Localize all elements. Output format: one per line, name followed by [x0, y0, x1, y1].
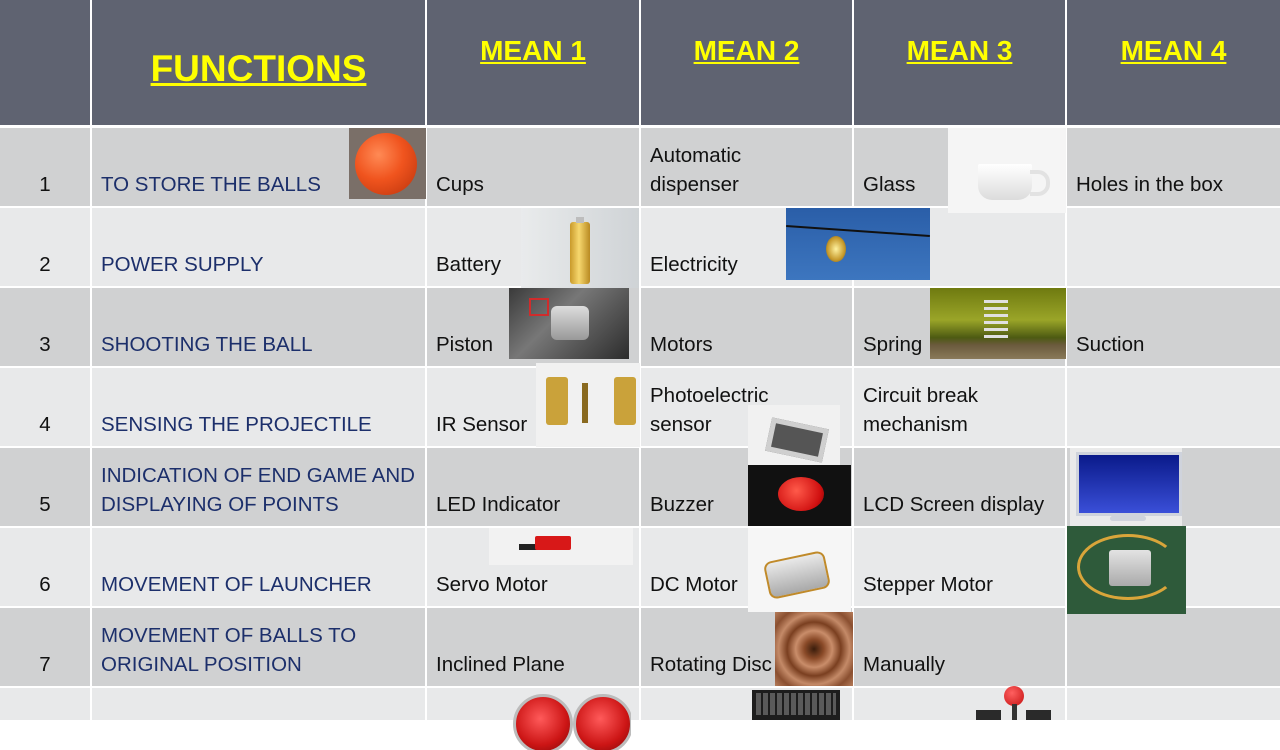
row-number: 4: [0, 368, 90, 446]
function-cell: SHOOTING THE BALL: [92, 288, 425, 366]
row-number: [0, 688, 90, 720]
row-number: 3: [0, 288, 90, 366]
mean-1-cell: Inclined Plane: [427, 608, 639, 686]
piston-engine-photo: [509, 288, 629, 359]
header-functions: FUNCTIONS: [92, 0, 425, 125]
function-cell: MOVEMENT OF BALLS TO ORIGINAL POSITION: [92, 608, 425, 686]
dc-motor-photo: [748, 528, 851, 612]
photoelectric-sensor-chip-photo: [748, 405, 840, 465]
mean-3-cell: Circuit break mechanism: [854, 368, 1065, 446]
row-number: 2: [0, 208, 90, 286]
row-number: 6: [0, 528, 90, 606]
stepper-motor-photo: [1067, 526, 1186, 614]
aa-battery-photo: [521, 208, 639, 288]
mean-3-cell: Manually: [854, 608, 1065, 686]
mean-4-cell: Suction: [1067, 288, 1280, 366]
row-number: 5: [0, 448, 90, 526]
mean-3-cell: [854, 688, 1065, 720]
function-cell: SENSING THE PROJECTILE: [92, 368, 425, 446]
function-cell: [92, 688, 425, 720]
mean-4-cell: [1067, 368, 1280, 446]
servo-motor-photo: [489, 528, 633, 565]
mean-2-cell: Automatic dispenser: [641, 128, 852, 206]
row-number: 7: [0, 608, 90, 686]
header-cell-blank: [0, 0, 90, 125]
mean-1-cell: LED Indicator: [427, 448, 639, 526]
light-bulb-wire-photo: [786, 208, 930, 280]
mean-4-cell: [1067, 688, 1280, 720]
row-number: 1: [0, 128, 90, 206]
function-cell: MOVEMENT OF LAUNCHER: [92, 528, 425, 606]
mean-2-cell: Motors: [641, 288, 852, 366]
mean-3-cell: Stepper Motor: [854, 528, 1065, 606]
orange-ball-photo: [349, 128, 426, 199]
mean-4-cell: [1067, 608, 1280, 686]
red-buzzer-button-photo: [748, 465, 851, 526]
function-cell: POWER SUPPLY: [92, 208, 425, 286]
white-cup-photo: [948, 128, 1066, 213]
ir-sensor-modules-photo: [536, 363, 640, 447]
joystick-photo: [962, 686, 1066, 720]
lcd-monitor-photo: [1070, 448, 1182, 526]
mean-4-cell: Holes in the box: [1067, 128, 1280, 206]
header-mean-4: MEAN 4: [1067, 0, 1280, 125]
mean-3-cell: LCD Screen display: [854, 448, 1065, 526]
red-arcade-buttons-photo: [511, 690, 631, 750]
coil-spring-photo: [930, 288, 1066, 359]
mean-4-cell: [1067, 208, 1280, 286]
header-mean-3: MEAN 3: [854, 0, 1065, 125]
header-mean-1: MEAN 1: [427, 0, 639, 125]
header-mean-2: MEAN 2: [641, 0, 852, 125]
rotating-disc-photo: [775, 612, 853, 686]
function-cell: INDICATION OF END GAME AND DISPLAYING OF…: [92, 448, 425, 526]
keyboard-photo: [752, 690, 840, 720]
mean-1-cell: Cups: [427, 128, 639, 206]
